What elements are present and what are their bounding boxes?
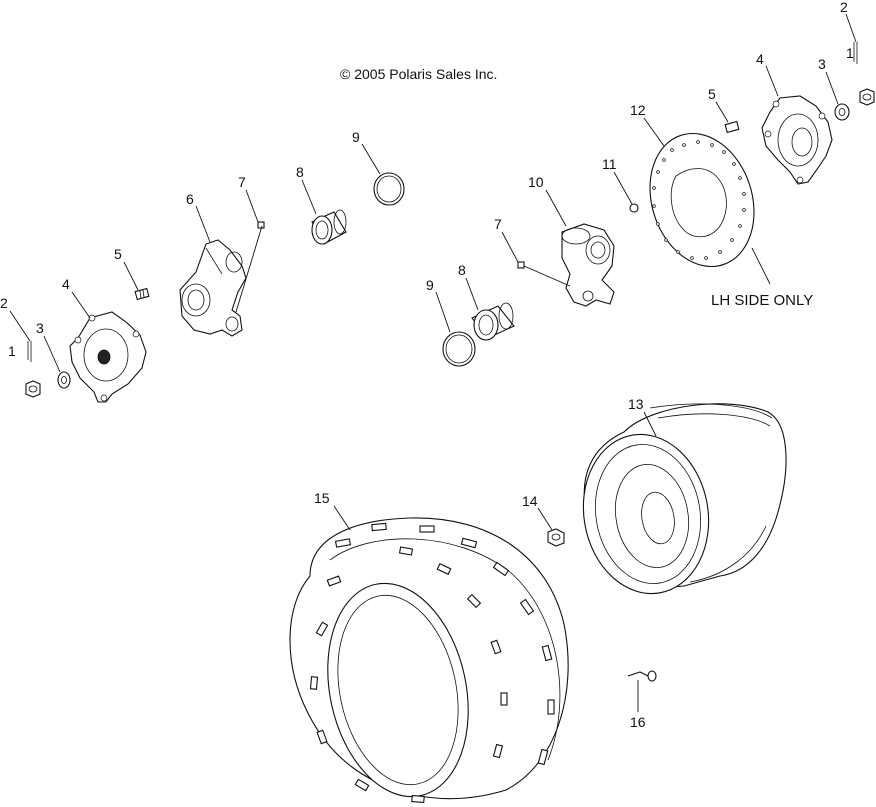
brake-disc-holes	[652, 140, 746, 260]
callout-9-left: 9	[352, 129, 360, 145]
grease-fitting-left	[257, 221, 265, 229]
castle-nut-left	[25, 380, 41, 398]
snap-ring-center	[442, 331, 476, 367]
callout-3-left: 3	[36, 320, 44, 336]
hub-left	[69, 311, 147, 403]
callout-14: 14	[522, 493, 538, 509]
stud-left	[134, 287, 150, 301]
bearing-center	[471, 302, 515, 341]
callout-3-right: 3	[818, 56, 826, 72]
bearing-left	[311, 209, 347, 245]
callout-2-right: 2	[840, 0, 848, 15]
cotter-pin-right	[853, 42, 858, 64]
leader-lines	[9, 13, 857, 712]
grease-fitting-center	[517, 261, 525, 269]
callout-1-left: 1	[8, 343, 16, 359]
tire-tread-blocks	[309, 522, 555, 804]
callout-5-left: 5	[114, 246, 122, 262]
valve-stem	[627, 670, 657, 682]
callout-numbers: 1 2 3 4 5 6 7 8 9 10 11 12 7 8 9 5 4 3 2…	[0, 0, 854, 730]
washer-right	[834, 103, 850, 121]
callout-5-right: 5	[708, 86, 716, 102]
callout-4-left: 4	[62, 276, 70, 292]
callout-2-left: 2	[0, 295, 8, 311]
callout-11: 11	[602, 156, 617, 172]
callout-15: 15	[314, 490, 330, 506]
callout-7-left: 7	[238, 174, 246, 190]
copyright-text: © 2005 Polaris Sales Inc.	[340, 66, 497, 82]
castle-nut-right	[859, 88, 875, 106]
hub-right	[761, 95, 833, 185]
callout-8-center: 8	[458, 262, 466, 278]
lh-side-only-note: LH SIDE ONLY	[711, 292, 813, 309]
tire	[289, 517, 569, 804]
callout-10: 10	[528, 174, 544, 190]
bearing-carrier	[179, 239, 247, 337]
washer-left	[57, 371, 71, 389]
lug-nut	[547, 528, 565, 547]
callout-13: 13	[628, 396, 644, 412]
snap-ring-left	[373, 172, 405, 206]
wheel-rim	[582, 403, 787, 595]
caliper-bracket	[561, 223, 615, 307]
callout-8-left: 8	[296, 164, 304, 180]
callout-12: 12	[630, 102, 646, 118]
callout-1-right: 1	[846, 45, 854, 61]
brake-bolt	[629, 203, 639, 213]
callout-6: 6	[186, 191, 194, 207]
callout-16: 16	[630, 714, 646, 730]
callout-9-center: 9	[426, 277, 434, 293]
callout-4-right: 4	[756, 51, 764, 67]
callout-7-center: 7	[494, 216, 502, 232]
stud-right	[724, 120, 740, 134]
brake-disc	[649, 132, 755, 268]
cotter-pin-left	[27, 341, 32, 362]
